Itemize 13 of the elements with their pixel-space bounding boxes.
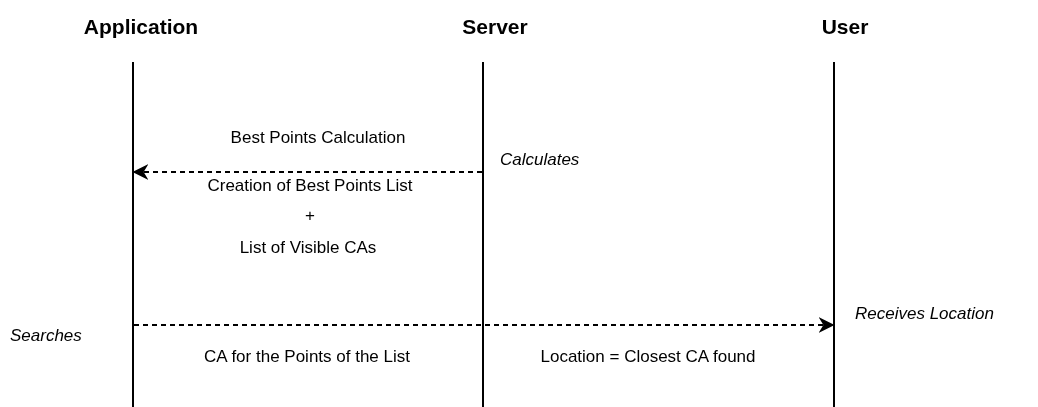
message-text: List of Visible CAs	[239, 238, 377, 258]
plus-sign: +	[305, 206, 315, 226]
note: Searches	[10, 326, 82, 346]
note: Calculates	[500, 150, 580, 170]
dashed-arrow	[132, 164, 483, 180]
dashed-arrow	[133, 317, 835, 333]
message-text: CA for the Points of the List	[204, 347, 410, 367]
message-text: Creation of Best Points List	[207, 176, 413, 196]
lifeline-heading: User	[820, 14, 870, 40]
lifeline-heading: Application	[82, 14, 200, 40]
message-text: Location = Closest CA found	[540, 347, 756, 367]
note: Receives Location	[855, 304, 994, 324]
lifeline-heading: Server	[461, 14, 529, 40]
